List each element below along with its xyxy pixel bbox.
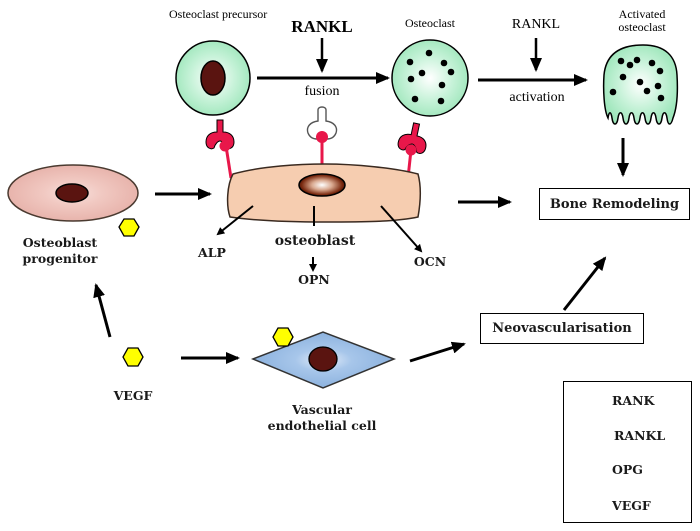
alp-label: ALP: [198, 245, 226, 260]
osteoblast-label: osteoblast: [274, 233, 356, 249]
osteoblast-cell: [226, 163, 421, 223]
rankl-ligand-icon: [219, 140, 233, 179]
vegf-to-progenitor-arrow: [93, 283, 112, 338]
osteoblast-progenitor-label: Osteoblast progenitor: [22, 235, 98, 266]
vegf-hexagon-icon: [272, 327, 294, 347]
bone-remodeling-box: Bone Remodeling: [539, 188, 690, 220]
rankl-activation-label: RANKL: [511, 17, 561, 32]
osteoclast-label: Osteoclast: [405, 16, 455, 30]
endothelial-to-neovascularisation-arrow: [409, 341, 466, 363]
osteoblast-progenitor-cell: [7, 164, 139, 222]
neovascularisation-box: Neovascularisation: [480, 313, 644, 344]
vegf-hexagon-icon: [122, 347, 144, 367]
legend-rankl-label: RANKL: [614, 428, 666, 443]
osteoclast-precursor-label: Osteoclast precursor: [169, 7, 268, 21]
legend-rank-label: RANK: [612, 393, 655, 408]
osteoclast-cell: [391, 39, 469, 117]
vascular-endothelial-cell-label: Vascular endothelial cell: [267, 402, 377, 434]
ocn-label: OCN: [413, 254, 447, 269]
legend-vegf-label: VEGF: [612, 498, 651, 513]
osteoclast-precursor-cell: [175, 40, 251, 116]
opn-label: OPN: [298, 272, 330, 287]
legend-opg-label: OPG: [612, 462, 643, 477]
rankl-fusion-label: RANKL: [291, 17, 353, 36]
fusion-label: fusion: [304, 84, 340, 99]
vegf-hexagon-icon: [118, 218, 140, 237]
activated-osteoclast-cell: [602, 44, 679, 125]
vegf-label: VEGF: [113, 388, 153, 403]
ocn-arrow: [380, 205, 423, 253]
activated-osteoclast-label: Activated osteoclast: [618, 7, 666, 35]
legend: RANK RANKL OPG VEGF: [563, 381, 692, 523]
neovascularisation-to-bone-remodeling-arrow: [562, 256, 607, 311]
alp-arrow: [216, 205, 254, 236]
activation-label: activation: [509, 90, 565, 105]
